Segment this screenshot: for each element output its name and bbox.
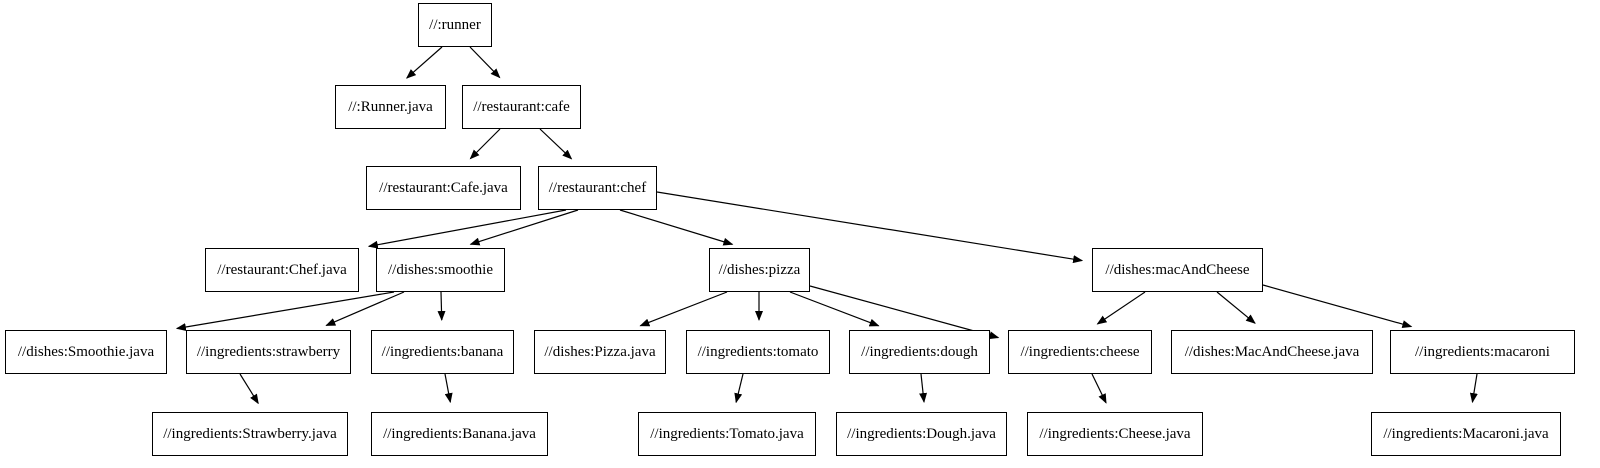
graph-edge-ing_tomato-to-tomato_java — [734, 373, 744, 404]
graph-edge-dishes_smoothie-to-smoothie_java — [175, 291, 395, 331]
graph-node-dishes_pizza[interactable]: //dishes:pizza — [709, 248, 810, 292]
graph-node-ing_banana[interactable]: //ingredients:banana — [371, 330, 514, 374]
graph-edge-ing_strawberry-to-strawberry_java — [239, 373, 259, 405]
graph-edge-ing_dough-to-dough_java — [919, 373, 928, 404]
graph-edges — [175, 46, 1478, 405]
node-label: //dishes:MacAndCheese.java — [1184, 343, 1360, 360]
node-label: //dishes:macAndCheese — [1105, 261, 1250, 278]
node-label: //ingredients:Macaroni.java — [1383, 425, 1549, 442]
graph-node-smoothie_java[interactable]: //dishes:Smoothie.java — [5, 330, 167, 374]
graph-node-runner_java[interactable]: //:Runner.java — [335, 85, 446, 129]
graph-node-dough_java[interactable]: //ingredients:Dough.java — [836, 412, 1007, 456]
graph-node-strawberry_java[interactable]: //ingredients:Strawberry.java — [152, 412, 348, 456]
graph-edge-restaurant_cafe-to-cafe_java — [469, 128, 501, 160]
node-label: //dishes:smoothie — [388, 261, 493, 278]
graph-node-chef_java[interactable]: //restaurant:Chef.java — [205, 248, 359, 292]
graph-node-banana_java[interactable]: //ingredients:Banana.java — [371, 412, 548, 456]
graph-edge-dishes_pizza-to-ing_cheese — [809, 285, 1000, 340]
graph-edge-restaurant_chef-to-dishes_smoothie — [469, 209, 579, 246]
graph-edge-dishes_macandchz-to-macandcheese_java — [1216, 291, 1256, 324]
graph-edge-restaurant_cafe-to-restaurant_chef — [539, 128, 573, 160]
graph-node-runner[interactable]: //:runner — [418, 3, 492, 47]
node-label: //restaurant:cafe — [473, 98, 570, 115]
node-label: //dishes:Pizza.java — [544, 343, 656, 360]
node-label: //ingredients:Strawberry.java — [163, 425, 337, 442]
graph-node-ing_tomato[interactable]: //ingredients:tomato — [686, 330, 830, 374]
node-label: //:Runner.java — [348, 98, 433, 115]
graph-edge-ing_macaroni-to-macaroni_java — [1469, 373, 1478, 404]
graph-edge-runner-to-runner_java — [406, 46, 443, 79]
graph-edge-ing_banana-to-banana_java — [444, 373, 453, 404]
graph-node-cheese_java[interactable]: //ingredients:Cheese.java — [1027, 412, 1203, 456]
node-label: //restaurant:Cafe.java — [379, 179, 508, 196]
graph-edge-restaurant_chef-to-chef_java — [367, 209, 567, 249]
graph-node-cafe_java[interactable]: //restaurant:Cafe.java — [366, 166, 521, 210]
graph-node-restaurant_chef[interactable]: //restaurant:chef — [538, 166, 657, 210]
graph-edge-dishes_macandchz-to-ing_macaroni — [1262, 284, 1413, 328]
node-label: //restaurant:Chef.java — [217, 261, 347, 278]
node-label: //ingredients:tomato — [697, 343, 819, 360]
graph-node-dishes_smoothie[interactable]: //dishes:smoothie — [376, 248, 505, 292]
graph-node-macandcheese_java[interactable]: //dishes:MacAndCheese.java — [1171, 330, 1373, 374]
graph-edge-restaurant_chef-to-dishes_pizza — [619, 209, 734, 246]
graph-node-tomato_java[interactable]: //ingredients:Tomato.java — [638, 412, 816, 456]
node-label: //ingredients:strawberry — [196, 343, 341, 360]
graph-node-ing_cheese[interactable]: //ingredients:cheese — [1008, 330, 1152, 374]
node-label: //ingredients:Cheese.java — [1039, 425, 1191, 442]
node-label: //ingredients:banana — [381, 343, 504, 360]
graph-edge-ing_cheese-to-cheese_java — [1091, 373, 1107, 404]
node-label: //ingredients:cheese — [1020, 343, 1140, 360]
graph-node-ing_strawberry[interactable]: //ingredients:strawberry — [186, 330, 351, 374]
graph-node-pizza_java[interactable]: //dishes:Pizza.java — [534, 330, 666, 374]
graph-edge-dishes_smoothie-to-ing_banana — [437, 291, 446, 322]
node-label: //ingredients:Banana.java — [383, 425, 536, 442]
graph-node-ing_macaroni[interactable]: //ingredients:macaroni — [1390, 330, 1575, 374]
graph-edge-dishes_pizza-to-pizza_java — [639, 291, 728, 327]
node-label: //ingredients:dough — [861, 343, 978, 360]
node-label: //:runner — [429, 16, 481, 33]
graph-node-ing_dough[interactable]: //ingredients:dough — [849, 330, 990, 374]
graph-edge-runner-to-restaurant_cafe — [469, 46, 501, 79]
node-label: //ingredients:macaroni — [1415, 343, 1550, 360]
graph-edge-dishes_pizza-to-ing_dough — [789, 291, 880, 327]
graph-node-dishes_macandchz[interactable]: //dishes:macAndCheese — [1092, 248, 1263, 292]
node-label: //restaurant:chef — [548, 179, 647, 196]
graph-edge-restaurant_chef-to-dishes_macandchz — [656, 191, 1084, 264]
node-label: //ingredients:Dough.java — [847, 425, 996, 442]
graph-edge-dishes_macandchz-to-ing_cheese — [1096, 291, 1146, 325]
graph-edge-dishes_smoothie-to-ing_strawberry — [325, 291, 405, 326]
graph-node-macaroni_java[interactable]: //ingredients:Macaroni.java — [1371, 412, 1561, 456]
node-label: //dishes:Smoothie.java — [17, 343, 155, 360]
node-label: //dishes:pizza — [718, 261, 801, 278]
graph-node-restaurant_cafe[interactable]: //restaurant:cafe — [462, 85, 581, 129]
node-label: //ingredients:Tomato.java — [650, 425, 804, 442]
